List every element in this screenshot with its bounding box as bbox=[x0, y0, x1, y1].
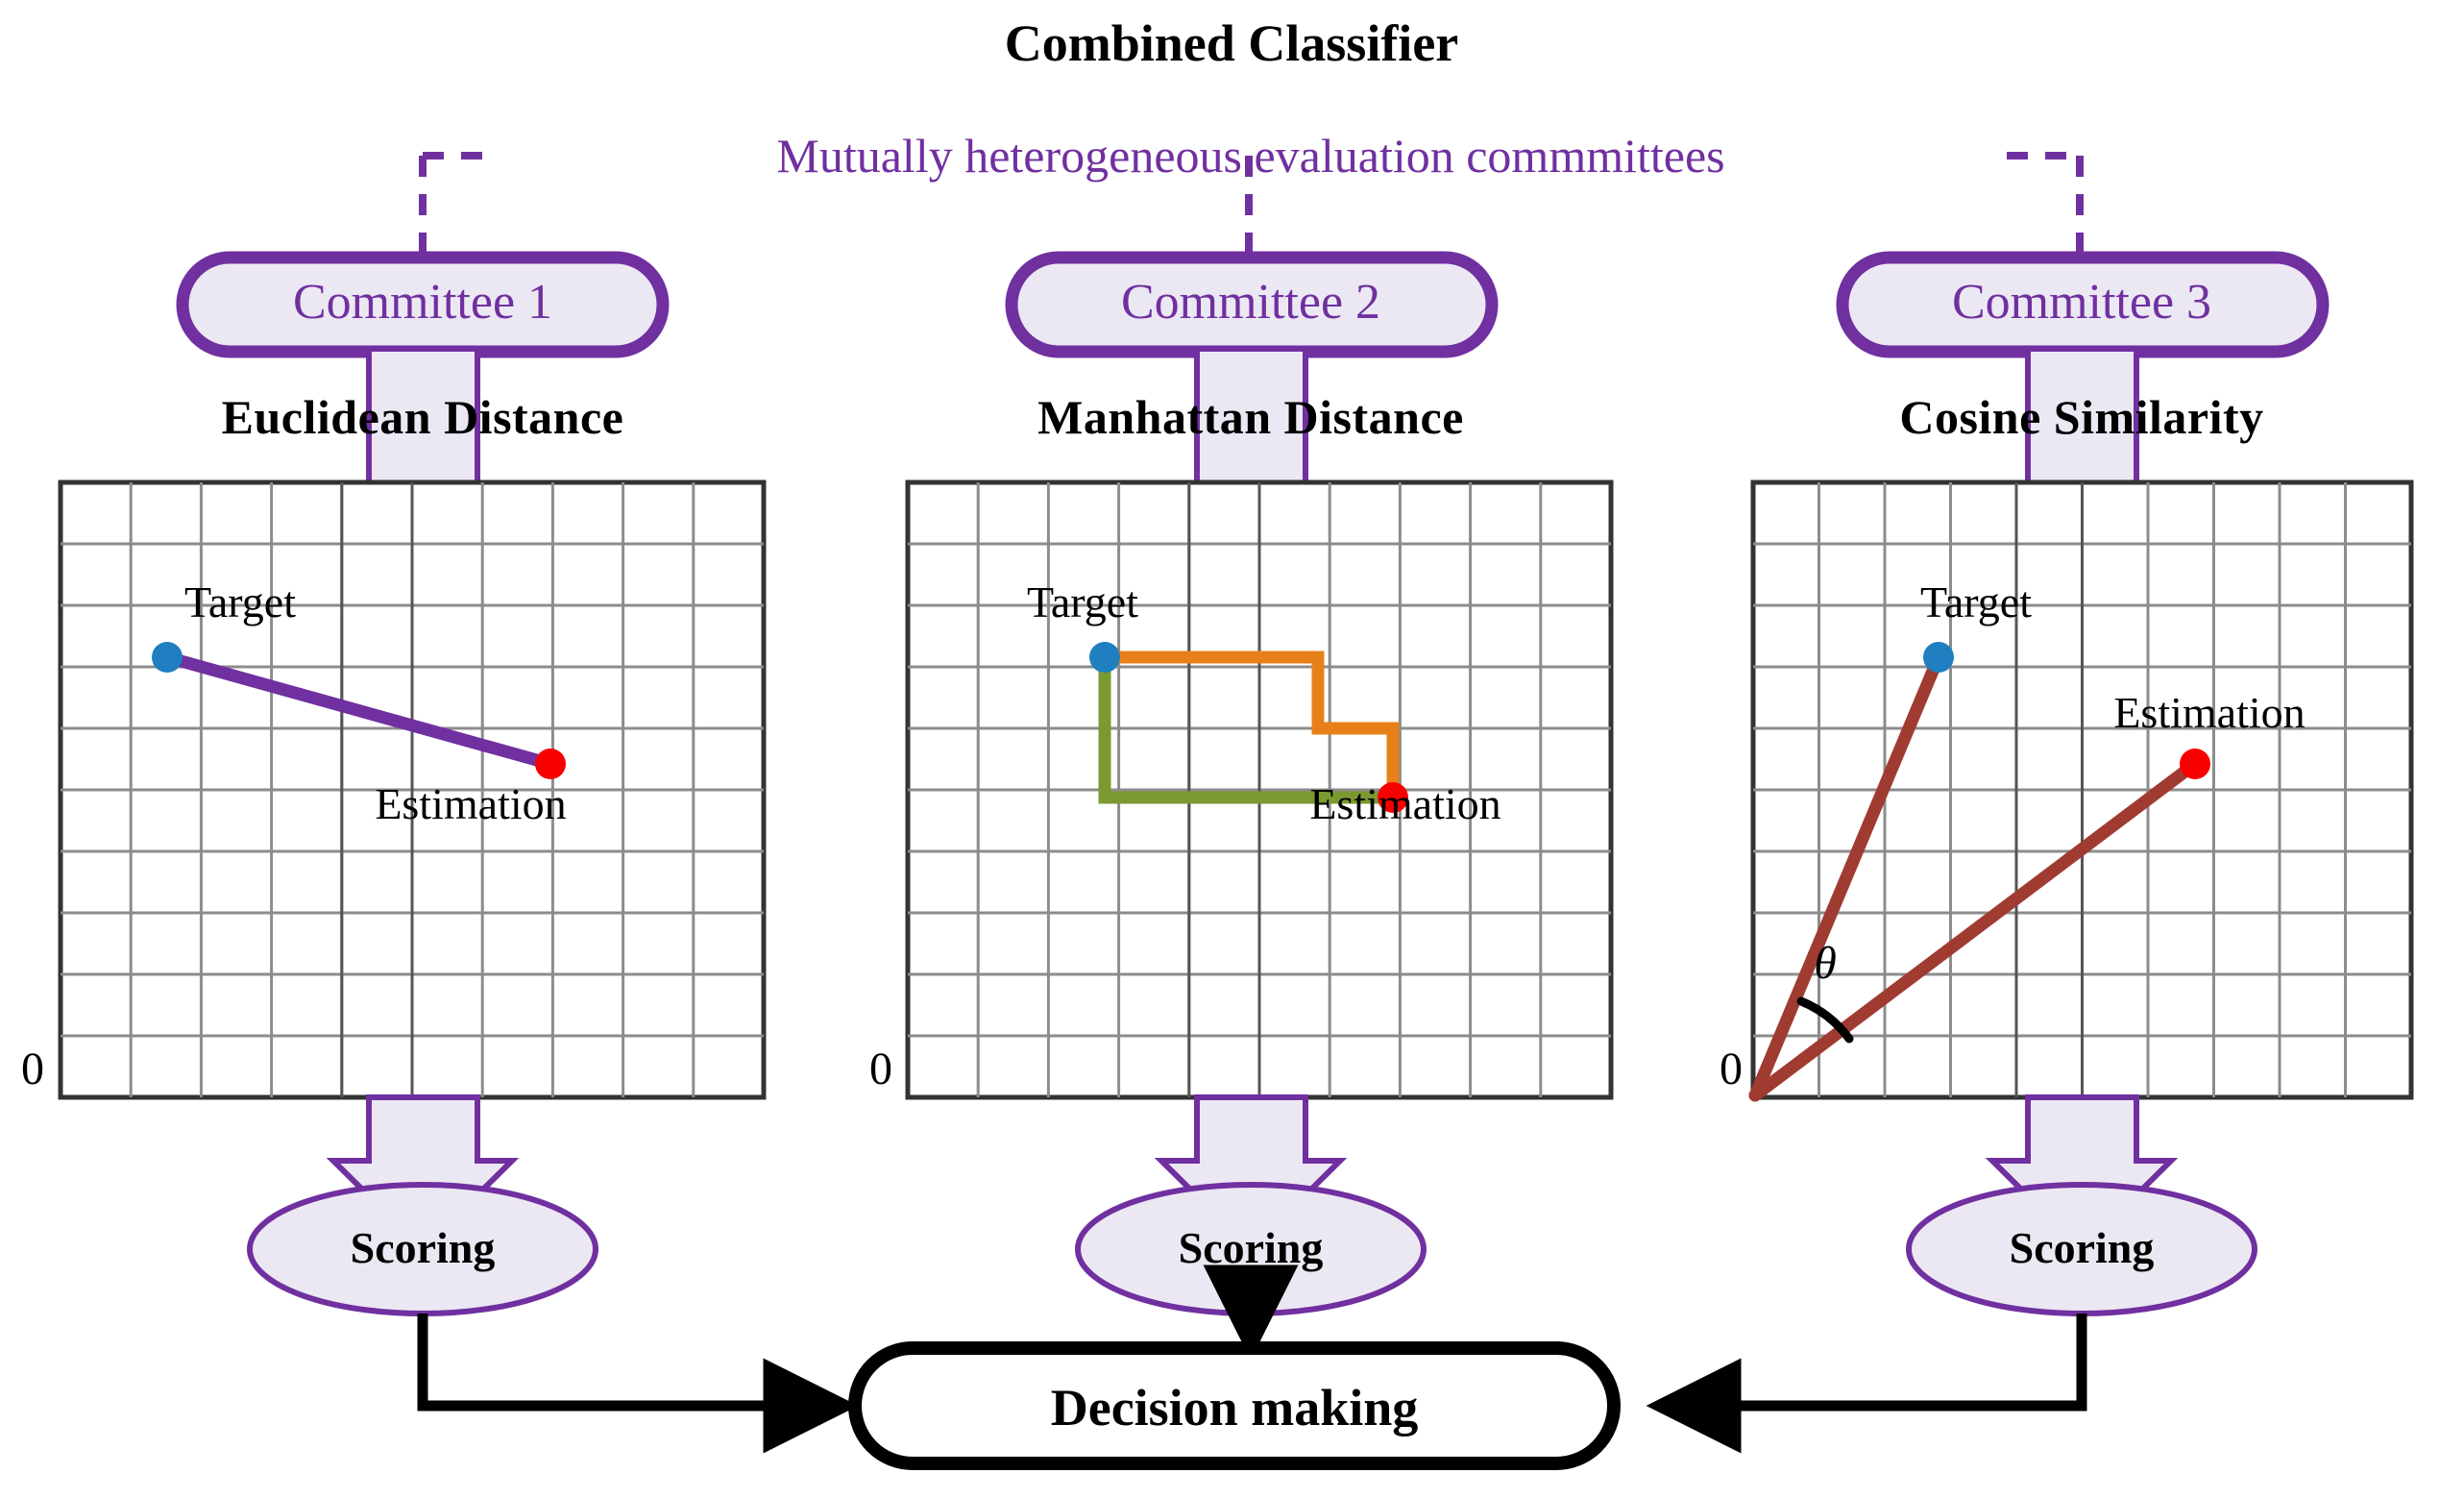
scoring-label-3[interactable]: Scoring bbox=[2009, 1223, 2155, 1272]
origin-label-3: 0 bbox=[1720, 1044, 1743, 1094]
target-dot bbox=[152, 642, 183, 673]
euclidean-grid-panel bbox=[58, 479, 767, 1100]
page-title: Combined Classifier bbox=[1004, 14, 1459, 72]
target-label-3: Target bbox=[1920, 577, 2032, 626]
target-label-1: Target bbox=[184, 577, 296, 626]
cosine-estimation-vector bbox=[1748, 757, 2202, 1102]
committee-3-connector-bar bbox=[2025, 352, 2139, 482]
theta-angle-label: θ bbox=[1814, 938, 1837, 989]
cosine-target-vector bbox=[1748, 651, 1945, 1102]
metric-title-euclidean: Euclidean Distance bbox=[221, 390, 624, 444]
scoring-label-1[interactable]: Scoring bbox=[350, 1223, 496, 1272]
estimation-label-2: Estimation bbox=[1309, 779, 1501, 828]
manhattan-staircase-path bbox=[1105, 651, 1400, 798]
target-label-2: Target bbox=[1027, 577, 1138, 626]
target-dot bbox=[1089, 642, 1120, 673]
subtitle-label: Mutually heterogeneous evaluation commmi… bbox=[776, 129, 1725, 183]
manhattan-grid-panel bbox=[905, 479, 1614, 1100]
estimation-label-1: Estimation bbox=[375, 779, 567, 828]
decision-making-label[interactable]: Decision making bbox=[1050, 1379, 1419, 1437]
cosine-angle-arc bbox=[1796, 996, 1854, 1044]
committee-3-label[interactable]: Committee 3 bbox=[1951, 275, 2212, 330]
committee-1-label[interactable]: Committee 1 bbox=[292, 275, 553, 330]
committee-1-group bbox=[58, 251, 859, 1454]
committee-1-connector-bar bbox=[366, 352, 480, 482]
estimation-label-3: Estimation bbox=[2113, 688, 2305, 737]
committee-2-group bbox=[905, 251, 1614, 1361]
estimation-dot bbox=[2180, 749, 2210, 779]
scoring-label-2[interactable]: Scoring bbox=[1178, 1223, 1324, 1272]
committee-3-group bbox=[1646, 251, 2414, 1454]
committee-2-connector-bar bbox=[1194, 352, 1308, 482]
origin-label-1: 0 bbox=[21, 1044, 44, 1094]
metric-title-manhattan: Manhattan Distance bbox=[1037, 390, 1464, 444]
metric-title-cosine: Cosine Similarity bbox=[1899, 390, 2264, 444]
euclidean-distance-line bbox=[160, 651, 557, 771]
estimation-dot bbox=[535, 749, 566, 779]
estimation-dot bbox=[1378, 782, 1408, 813]
scoring-3-to-decision-arrow bbox=[1646, 1314, 2087, 1454]
target-dot bbox=[1923, 642, 1954, 673]
manhattan-l-path bbox=[1098, 657, 1393, 804]
scoring-1-to-decision-arrow bbox=[417, 1314, 859, 1454]
decision-making-box bbox=[848, 1341, 1621, 1470]
origin-label-2: 0 bbox=[869, 1044, 892, 1094]
cosine-grid-panel bbox=[1748, 479, 2414, 1102]
committee-2-label[interactable]: Committee 2 bbox=[1120, 275, 1381, 330]
dashed-bracket bbox=[419, 152, 2084, 258]
